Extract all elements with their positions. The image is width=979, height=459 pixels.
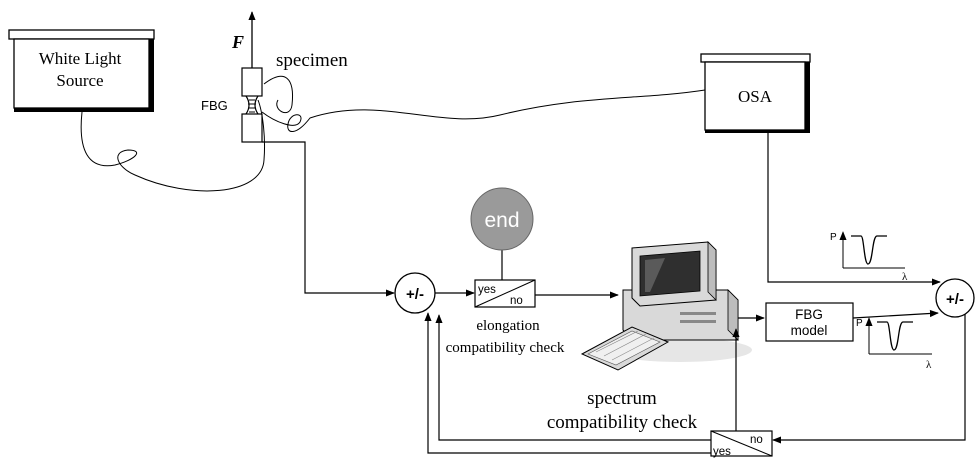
lower-plot-x-label: λ <box>926 359 932 371</box>
elongation-caption-2: compatibility check <box>446 340 565 356</box>
white-light-source-label-2: Source <box>56 71 103 90</box>
line-spectrum-no-to-sum-left <box>435 314 711 441</box>
white-light-source-label-1: White Light <box>39 49 122 68</box>
elongation-no: no <box>510 295 523 307</box>
elongation-caption-1: elongation <box>476 318 540 334</box>
fbg-label: FBG <box>201 98 228 113</box>
upper-plot-y-label: P <box>830 232 837 243</box>
specimen-label: specimen <box>276 50 348 71</box>
osa-label: OSA <box>738 87 773 106</box>
spectrum-caption-2: compatibility check <box>547 412 698 433</box>
fiber-loop-top <box>263 75 294 114</box>
lower-plot-y-label: P <box>856 318 863 329</box>
spectrum-plot-lower: P λ <box>856 317 932 371</box>
spectrum-caption-1: spectrum <box>587 388 657 409</box>
line-fbg-model-to-sum-right <box>852 309 939 319</box>
force-label: F <box>231 32 244 52</box>
line-sum-right-to-spectrum-decision <box>772 314 966 444</box>
spectrum-no: no <box>750 434 763 446</box>
osa-box: OSA <box>700 53 811 133</box>
fbg-model-label-1: FBG <box>795 307 823 322</box>
computer-icon <box>580 241 752 371</box>
line-spectrum-yes-to-sum-left <box>424 312 711 454</box>
fbg-model-box: FBG model <box>765 302 854 342</box>
fiber-source-to-specimen <box>80 99 265 192</box>
elongation-decision-box: yes no <box>474 279 536 308</box>
end-node: end <box>470 187 534 251</box>
end-label: end <box>484 209 519 232</box>
specimen: F specimen FBG <box>201 11 348 143</box>
fbg-model-label-2: model <box>791 323 828 338</box>
line-osa-to-sum-right <box>767 133 941 286</box>
elongation-yes: yes <box>478 284 496 296</box>
upper-plot-x-label: λ <box>902 271 908 283</box>
sum-junction-left: +/- <box>394 272 436 314</box>
fiber-specimen-to-osa <box>261 89 706 132</box>
spectrum-plot-upper: P λ <box>830 231 908 283</box>
sum-junction-right: +/- <box>935 278 975 318</box>
line-specimen-to-sum-left <box>262 141 395 297</box>
spectrum-decision-box: no yes <box>710 430 773 458</box>
sum-junction-right-label: +/- <box>946 291 964 308</box>
sum-junction-left-label: +/- <box>406 286 424 303</box>
spectrum-yes: yes <box>713 446 731 458</box>
white-light-source-box: White Light Source <box>8 29 155 112</box>
